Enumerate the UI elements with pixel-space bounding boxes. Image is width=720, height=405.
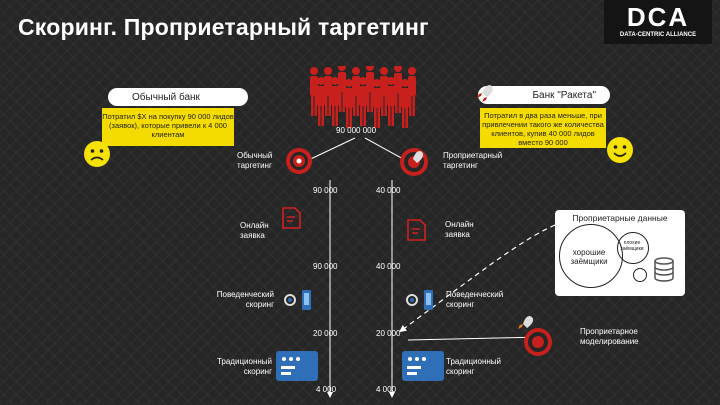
rocket-icon <box>477 85 493 103</box>
right-value-3: 20 000 <box>376 329 401 338</box>
sad-smiley-icon <box>84 141 110 167</box>
application-form-icon <box>282 207 301 229</box>
logo-subtitle: DATA-CENTRIC ALLIANCE <box>619 32 697 38</box>
application-form-icon-right <box>407 219 426 241</box>
rocket-bank-text: Банк "Ракета" <box>532 90 596 101</box>
left-value-3: 20 000 <box>313 329 338 338</box>
proprietary-data-title: Проприетарные данные <box>572 213 668 223</box>
regular-bank-text: Обычный банк <box>132 92 200 103</box>
rocket-bank-label: Банк "Ракета" <box>478 86 610 104</box>
right-value-4: 4 000 <box>376 385 397 394</box>
rocket-bank-note: Потратил в два раза меньше, при привлече… <box>480 108 606 148</box>
device-icon-right <box>406 290 433 310</box>
right-value-2: 40 000 <box>376 262 401 271</box>
regular-bank-label: Обычный банк <box>108 88 248 106</box>
left-value-1: 90 000 <box>313 186 338 195</box>
happy-smiley-icon <box>607 137 633 163</box>
crowd-icon <box>310 66 416 128</box>
left-behavior-label: Поведенческий скоринг <box>216 290 274 309</box>
left-targeting-label: Обычный таргетинг <box>237 151 273 170</box>
rocket-target-icon <box>400 148 428 176</box>
bad-borrowers-circle <box>617 232 649 264</box>
regular-bank-note: Потратил $X на покупку 90 000 лидов (зая… <box>102 108 234 146</box>
slide-title: Скоринг. Проприетарный таргетинг <box>18 14 429 40</box>
right-traditional-label: Традиционный скоринг <box>446 357 502 376</box>
mini-circle <box>633 268 647 282</box>
proprietary-data-panel: Проприетарные данные хорошие заёмщики пл… <box>555 210 685 296</box>
left-traditional-label: Традиционный скоринг <box>216 357 272 376</box>
device-icon <box>284 290 311 310</box>
credit-card-icon <box>276 351 318 381</box>
right-targeting-label: Проприетарный таргетинг <box>443 151 503 170</box>
right-online-label: Онлайн заявка <box>445 220 474 239</box>
logo-text: DCA <box>626 2 690 32</box>
proprietary-modeling-label: Проприетарное моделирование <box>580 327 639 346</box>
credit-card-icon-right <box>402 351 444 381</box>
bad-borrowers-label: плохие заёмщики <box>620 240 644 252</box>
left-value-2: 90 000 <box>313 262 338 271</box>
left-online-label: Онлайн заявка <box>240 221 269 240</box>
left-value-4: 4 000 <box>316 385 337 394</box>
database-icon <box>654 257 674 282</box>
dca-logo: DCA DATA-CENTRIC ALLIANCE <box>604 0 712 44</box>
target-icon <box>286 148 312 174</box>
right-behavior-label: Поведенческий скоринг <box>446 290 504 309</box>
good-borrowers-label: хорошие заёмщики <box>570 248 608 266</box>
modeling-rocket-target-icon <box>518 316 552 356</box>
audience-total: 90 000 000 <box>336 126 377 135</box>
right-value-1: 40 000 <box>376 186 401 195</box>
